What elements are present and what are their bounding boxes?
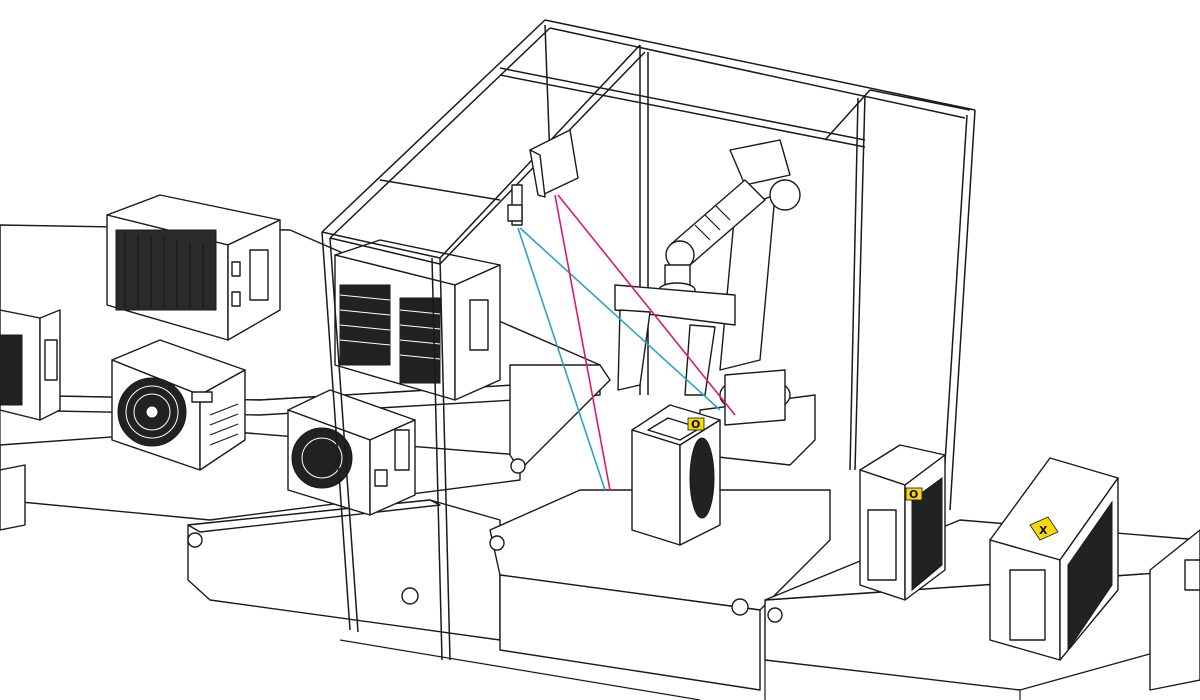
inspection-frame <box>321 19 976 661</box>
floor-edge <box>339 639 701 700</box>
ac-unit-passed: O <box>859 444 946 601</box>
conveyor-middle-lower <box>187 499 501 641</box>
inspection-beams <box>517 194 736 491</box>
conveyor-center <box>489 364 831 691</box>
ac-outdoor-unit-grille-center <box>334 239 501 401</box>
inspection-camera-icon <box>507 129 579 226</box>
fail-mark-label: X <box>1039 524 1048 537</box>
ac-unit-failed: X <box>989 457 1119 661</box>
ac-outdoor-unit-fan-left <box>111 339 246 471</box>
ac-outdoor-unit-left-edge <box>0 309 61 421</box>
robot-arm <box>614 139 816 466</box>
pass-mark-label-2: O <box>909 488 918 501</box>
pass-mark-label: O <box>691 418 700 431</box>
ac-outdoor-unit-fan-center <box>287 389 416 516</box>
conveyor-right <box>764 519 1200 700</box>
ac-unit-edge-right <box>1149 529 1200 691</box>
ac-outdoor-unit-top-left <box>106 194 281 341</box>
ac-unit-under-inspection: O <box>631 404 721 546</box>
